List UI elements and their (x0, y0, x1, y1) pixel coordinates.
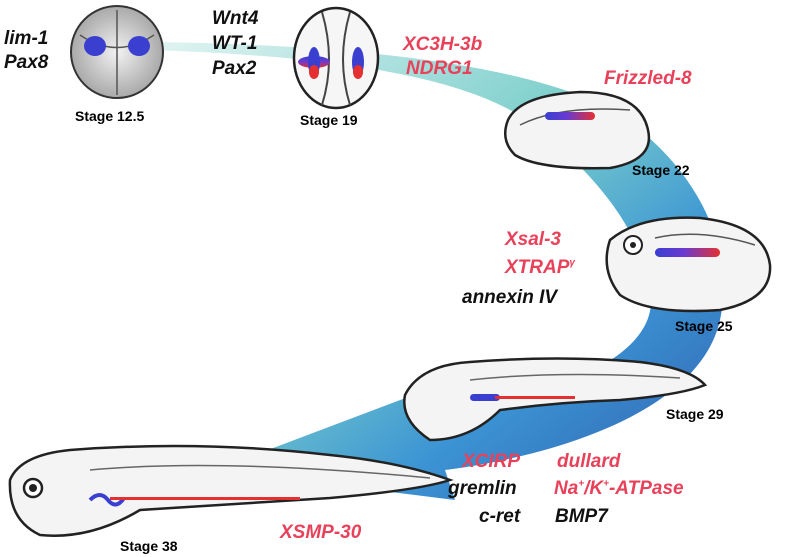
stage-label-22: Stage 22 (632, 162, 690, 178)
gene-xsal3: Xsal-3 (505, 229, 561, 250)
gene-annexin-iv: annexin IV (462, 287, 558, 308)
gene-lim1: lim-1 (4, 28, 49, 49)
gene-bmp7: BMP7 (555, 506, 608, 527)
gene-wt1: WT-1 (212, 33, 258, 54)
embryo-stage-25 (605, 216, 772, 313)
stage-label-19: Stage 19 (300, 112, 358, 128)
embryo-stage-12-5 (70, 5, 164, 99)
gene-wnt4: Wnt4 (212, 8, 259, 29)
gene-na-k-atpase: Na+/K+-ATPase (554, 478, 684, 499)
stage-label-29: Stage 29 (666, 406, 724, 422)
embryo-stage-19 (292, 6, 380, 110)
gene-xsmp30: XSMP-30 (280, 522, 362, 543)
gene-pax8: Pax8 (4, 52, 49, 73)
gene-frizzled8: Frizzled-8 (604, 68, 692, 89)
stage-label-38: Stage 38 (120, 538, 178, 554)
embryo-stage-29 (403, 357, 708, 442)
gene-dullard: dullard (557, 451, 621, 472)
gene-xcirp: XCIRP (462, 451, 521, 472)
gene-xc3h3b: XC3H-3b (403, 34, 483, 55)
stage-label-25: Stage 25 (675, 318, 733, 334)
gene-c-ret: c-ret (479, 506, 521, 527)
gene-ndrg1: NDRG1 (406, 58, 473, 79)
stage-label-12-5: Stage 12.5 (75, 108, 145, 124)
embryo-stage-22 (503, 90, 651, 170)
gene-gremlin: gremlin (448, 478, 517, 499)
gene-pax2: Pax2 (212, 58, 257, 79)
gene-xtrap: XTRAPγ (505, 257, 575, 278)
embryo-stage-38 (8, 444, 454, 537)
